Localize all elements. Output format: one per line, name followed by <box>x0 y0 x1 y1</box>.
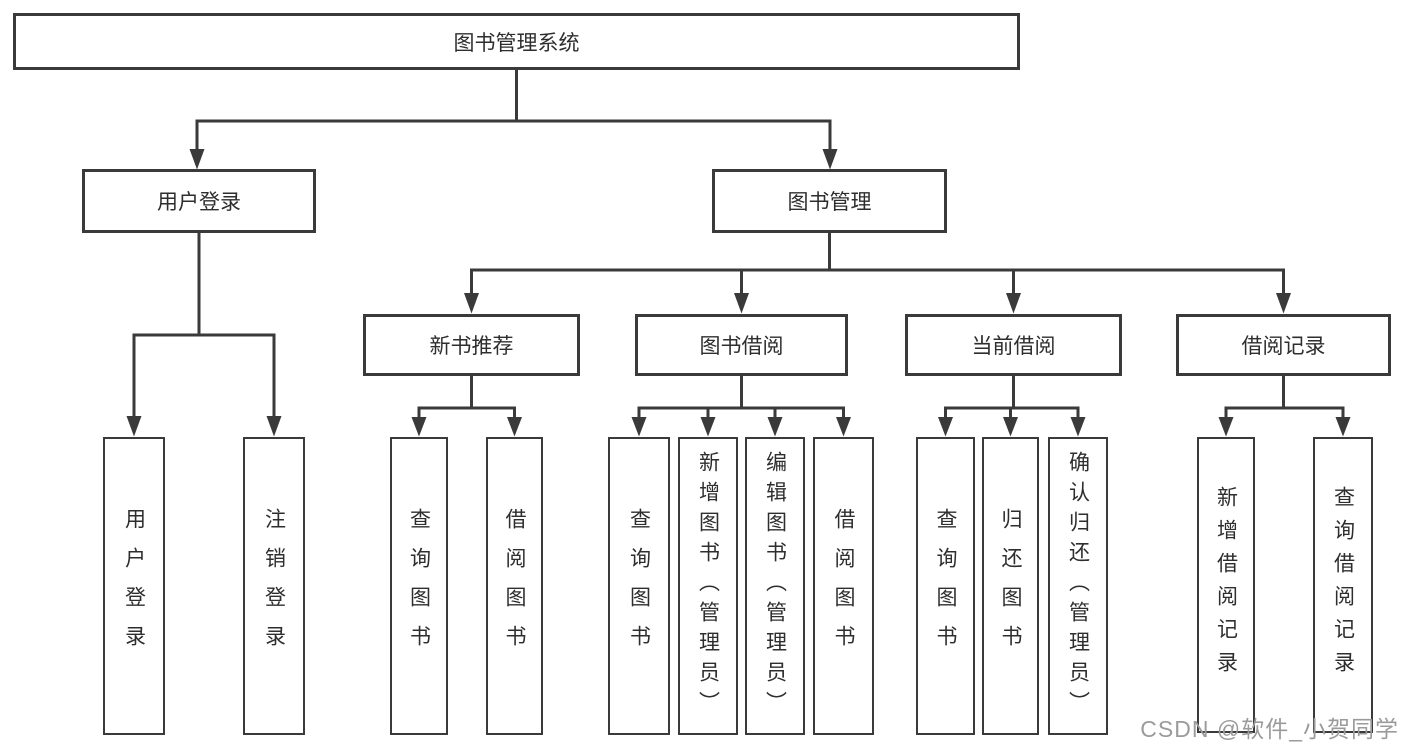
leaf-user-login: 用户登录 <box>103 437 165 735</box>
leaf-label: 查询图书 <box>407 508 431 664</box>
node-book-management: 图书管理 <box>712 169 947 233</box>
leaf-label: 新增借阅记录 <box>1214 486 1238 684</box>
leaf-query-books-current: 查询图书 <box>916 437 975 735</box>
leaf-label: 查询图书 <box>934 508 957 664</box>
leaf-label: 新增图书（管理员） <box>696 451 720 721</box>
leaf-logout: 注销登录 <box>243 437 305 735</box>
leaf-add-borrow-record: 新增借阅记录 <box>1197 437 1255 733</box>
leaf-label: 借阅图书 <box>503 508 526 664</box>
leaf-label: 用户登录 <box>122 508 146 664</box>
leaf-label: 确认归还（管理员） <box>1066 451 1090 721</box>
node-root-library-system: 图书管理系统 <box>13 13 1020 70</box>
leaf-borrow-books: 借阅图书 <box>813 437 874 735</box>
leaf-label: 查询借阅记录 <box>1331 486 1355 684</box>
leaf-label: 编辑图书（管理员） <box>763 451 787 721</box>
leaf-query-books-borrow: 查询图书 <box>608 437 670 735</box>
leaf-label: 注销登录 <box>262 508 286 664</box>
csdn-watermark: CSDN @软件_小贺同学 <box>1140 716 1399 742</box>
node-new-book-recommend: 新书推荐 <box>363 314 580 376</box>
node-book-borrow: 图书借阅 <box>635 314 848 376</box>
node-user-login: 用户登录 <box>82 169 316 233</box>
leaf-add-books-admin: 新增图书（管理员） <box>678 437 738 735</box>
node-current-borrow: 当前借阅 <box>905 314 1122 376</box>
leaf-return-books: 归还图书 <box>982 437 1039 735</box>
leaf-borrow-books-recommend: 借阅图书 <box>486 437 543 735</box>
leaf-query-books-recommend: 查询图书 <box>390 437 448 735</box>
leaf-confirm-return-admin: 确认归还（管理员） <box>1048 437 1108 735</box>
leaf-label: 查询图书 <box>627 508 651 664</box>
leaf-query-borrow-record: 查询借阅记录 <box>1313 437 1373 733</box>
leaf-label: 归还图书 <box>999 508 1022 664</box>
leaf-label: 借阅图书 <box>832 508 855 664</box>
leaf-edit-books-admin: 编辑图书（管理员） <box>745 437 805 735</box>
node-borrow-record: 借阅记录 <box>1176 314 1391 376</box>
